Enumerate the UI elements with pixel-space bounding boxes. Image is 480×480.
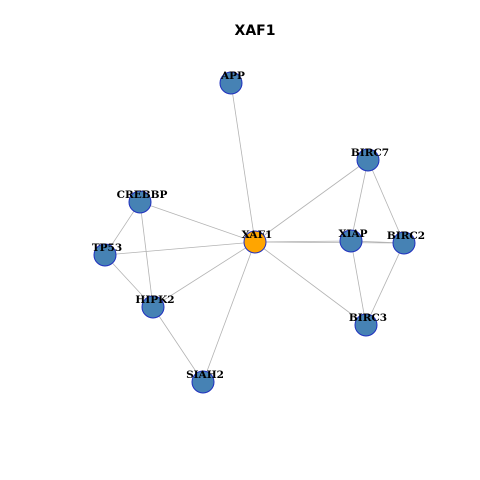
node-circle-birc2[interactable] — [392, 231, 416, 255]
edge-xaf1-app — [230, 82, 256, 243]
node-label-xaf1: XAF1 — [242, 229, 273, 241]
node-tp53[interactable]: TP53 — [92, 242, 122, 267]
node-label-tp53: TP53 — [92, 242, 122, 254]
node-circle-xaf1[interactable] — [243, 230, 267, 254]
node-label-hipk2: HIPK2 — [135, 294, 174, 306]
node-siah2[interactable]: SIAH2 — [186, 369, 224, 394]
graph-title: XAF1 — [235, 23, 276, 39]
node-birc7[interactable]: BIRC7 — [351, 147, 389, 172]
node-circle-hipk2[interactable] — [141, 295, 165, 319]
node-birc2[interactable]: BIRC2 — [387, 230, 425, 255]
node-label-siah2: SIAH2 — [186, 369, 224, 381]
edge-birc2-birc3 — [365, 242, 405, 326]
edge-hipk2-siah2 — [152, 306, 204, 383]
node-birc3[interactable]: BIRC3 — [349, 312, 387, 337]
node-circle-app[interactable] — [219, 71, 243, 95]
node-circle-birc7[interactable] — [356, 148, 380, 172]
edge-crebbp-hipk2 — [139, 201, 154, 308]
edge-tp53-hipk2 — [104, 254, 154, 308]
node-circle-tp53[interactable] — [93, 243, 117, 267]
node-crebbp[interactable]: CREBBP — [117, 189, 168, 214]
edge-xaf1-birc3 — [254, 241, 367, 326]
edge-xaf1-siah2 — [202, 241, 256, 383]
edge-xaf1-birc2 — [254, 241, 405, 244]
node-label-xiap: XIAP — [338, 228, 367, 240]
node-label-app: APP — [220, 70, 245, 82]
node-label-crebbp: CREBBP — [117, 189, 168, 201]
edge-xiap-birc3 — [350, 240, 367, 326]
node-label-birc2: BIRC2 — [387, 230, 425, 242]
edge-xaf1-crebbp — [139, 201, 256, 243]
node-circle-siah2[interactable] — [191, 370, 215, 394]
node-circle-xiap[interactable] — [339, 229, 363, 253]
node-label-birc7: BIRC7 — [351, 147, 389, 159]
edges-layer — [104, 82, 405, 383]
edge-birc7-xiap — [350, 159, 369, 242]
node-xiap[interactable]: XIAP — [338, 228, 368, 253]
node-circle-crebbp[interactable] — [128, 190, 152, 214]
edge-xaf1-birc7 — [254, 159, 369, 243]
node-app[interactable]: APP — [219, 70, 245, 95]
node-xaf1[interactable]: XAF1 — [242, 229, 273, 254]
node-hipk2[interactable]: HIPK2 — [135, 294, 175, 319]
edge-birc7-birc2 — [367, 159, 405, 244]
node-label-birc3: BIRC3 — [349, 312, 387, 324]
edge-xaf1-hipk2 — [152, 241, 256, 308]
edge-xaf1-tp53 — [104, 241, 256, 256]
node-circle-birc3[interactable] — [354, 313, 378, 337]
